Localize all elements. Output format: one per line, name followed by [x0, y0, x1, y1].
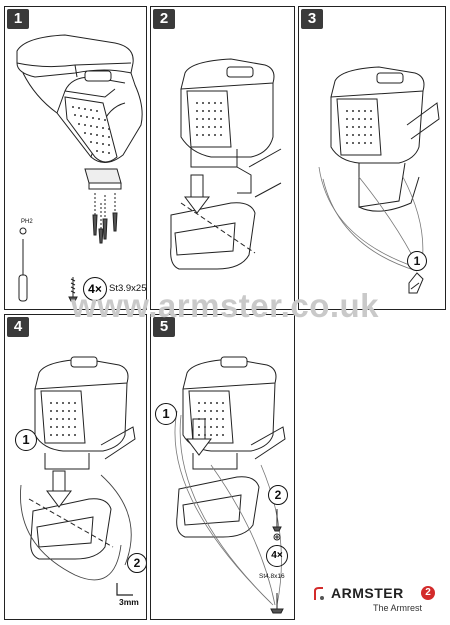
- screw-specification: St3.9x25: [109, 283, 147, 294]
- screws-exploded: [92, 193, 118, 244]
- callout-1: 1: [155, 403, 177, 425]
- hand-adjust-icon: [408, 272, 424, 294]
- screwdriver-illustration: [18, 227, 28, 302]
- step-panel-3: 3: [298, 6, 446, 310]
- armrest-exploded-illustration: [16, 34, 143, 302]
- armrest-mount-illustration: [170, 58, 282, 270]
- step-number-badge: 4: [7, 317, 29, 337]
- screw-icon: [270, 509, 284, 614]
- brand-model-badge: 2: [421, 586, 435, 600]
- step-panel-1: 1: [4, 6, 147, 310]
- callout-1: 1: [407, 251, 427, 271]
- armrest-final-illustration: [174, 356, 286, 614]
- quantity-badge: 4×: [83, 277, 107, 301]
- allen-key-icon: [116, 583, 133, 596]
- callout-1: 1: [15, 429, 37, 451]
- cable-loop-lines: [20, 474, 132, 581]
- armrest-cable-illustration: [318, 66, 440, 294]
- step-panel-2: 2: [150, 6, 295, 310]
- step-number-badge: 3: [301, 9, 323, 29]
- cable-routing-lines: [174, 410, 282, 606]
- brand-name: ARMSTER: [331, 585, 404, 601]
- brand-logo-block: ARMSTER 2 The Armrest: [313, 585, 443, 619]
- brand-tagline: The Armrest: [373, 603, 423, 613]
- allen-key-size-label: 3mm: [119, 597, 139, 607]
- tool-label: PH2: [21, 219, 33, 225]
- screw-specification: St4.8x16: [259, 573, 285, 580]
- brand-mark-icon: [314, 587, 324, 600]
- step-panel-5: 5: [150, 314, 295, 620]
- step-number-badge: 2: [153, 9, 175, 29]
- down-arrow-icon: [186, 418, 212, 456]
- step-number-badge: 5: [153, 317, 175, 337]
- perforation-pattern: [72, 106, 110, 154]
- quantity-badge: 4×: [266, 545, 288, 567]
- down-arrow-icon: [184, 174, 210, 214]
- step-panel-4: 4: [4, 314, 147, 620]
- callout-2: 2: [127, 553, 146, 573]
- armrest-adjust-illustration: [20, 356, 136, 596]
- website-watermark: www.armster.co.uk: [70, 287, 380, 324]
- down-arrow-icon: [46, 470, 72, 508]
- screw-icon: [68, 277, 78, 302]
- step-number-badge: 1: [7, 9, 29, 29]
- callout-2: 2: [268, 485, 288, 505]
